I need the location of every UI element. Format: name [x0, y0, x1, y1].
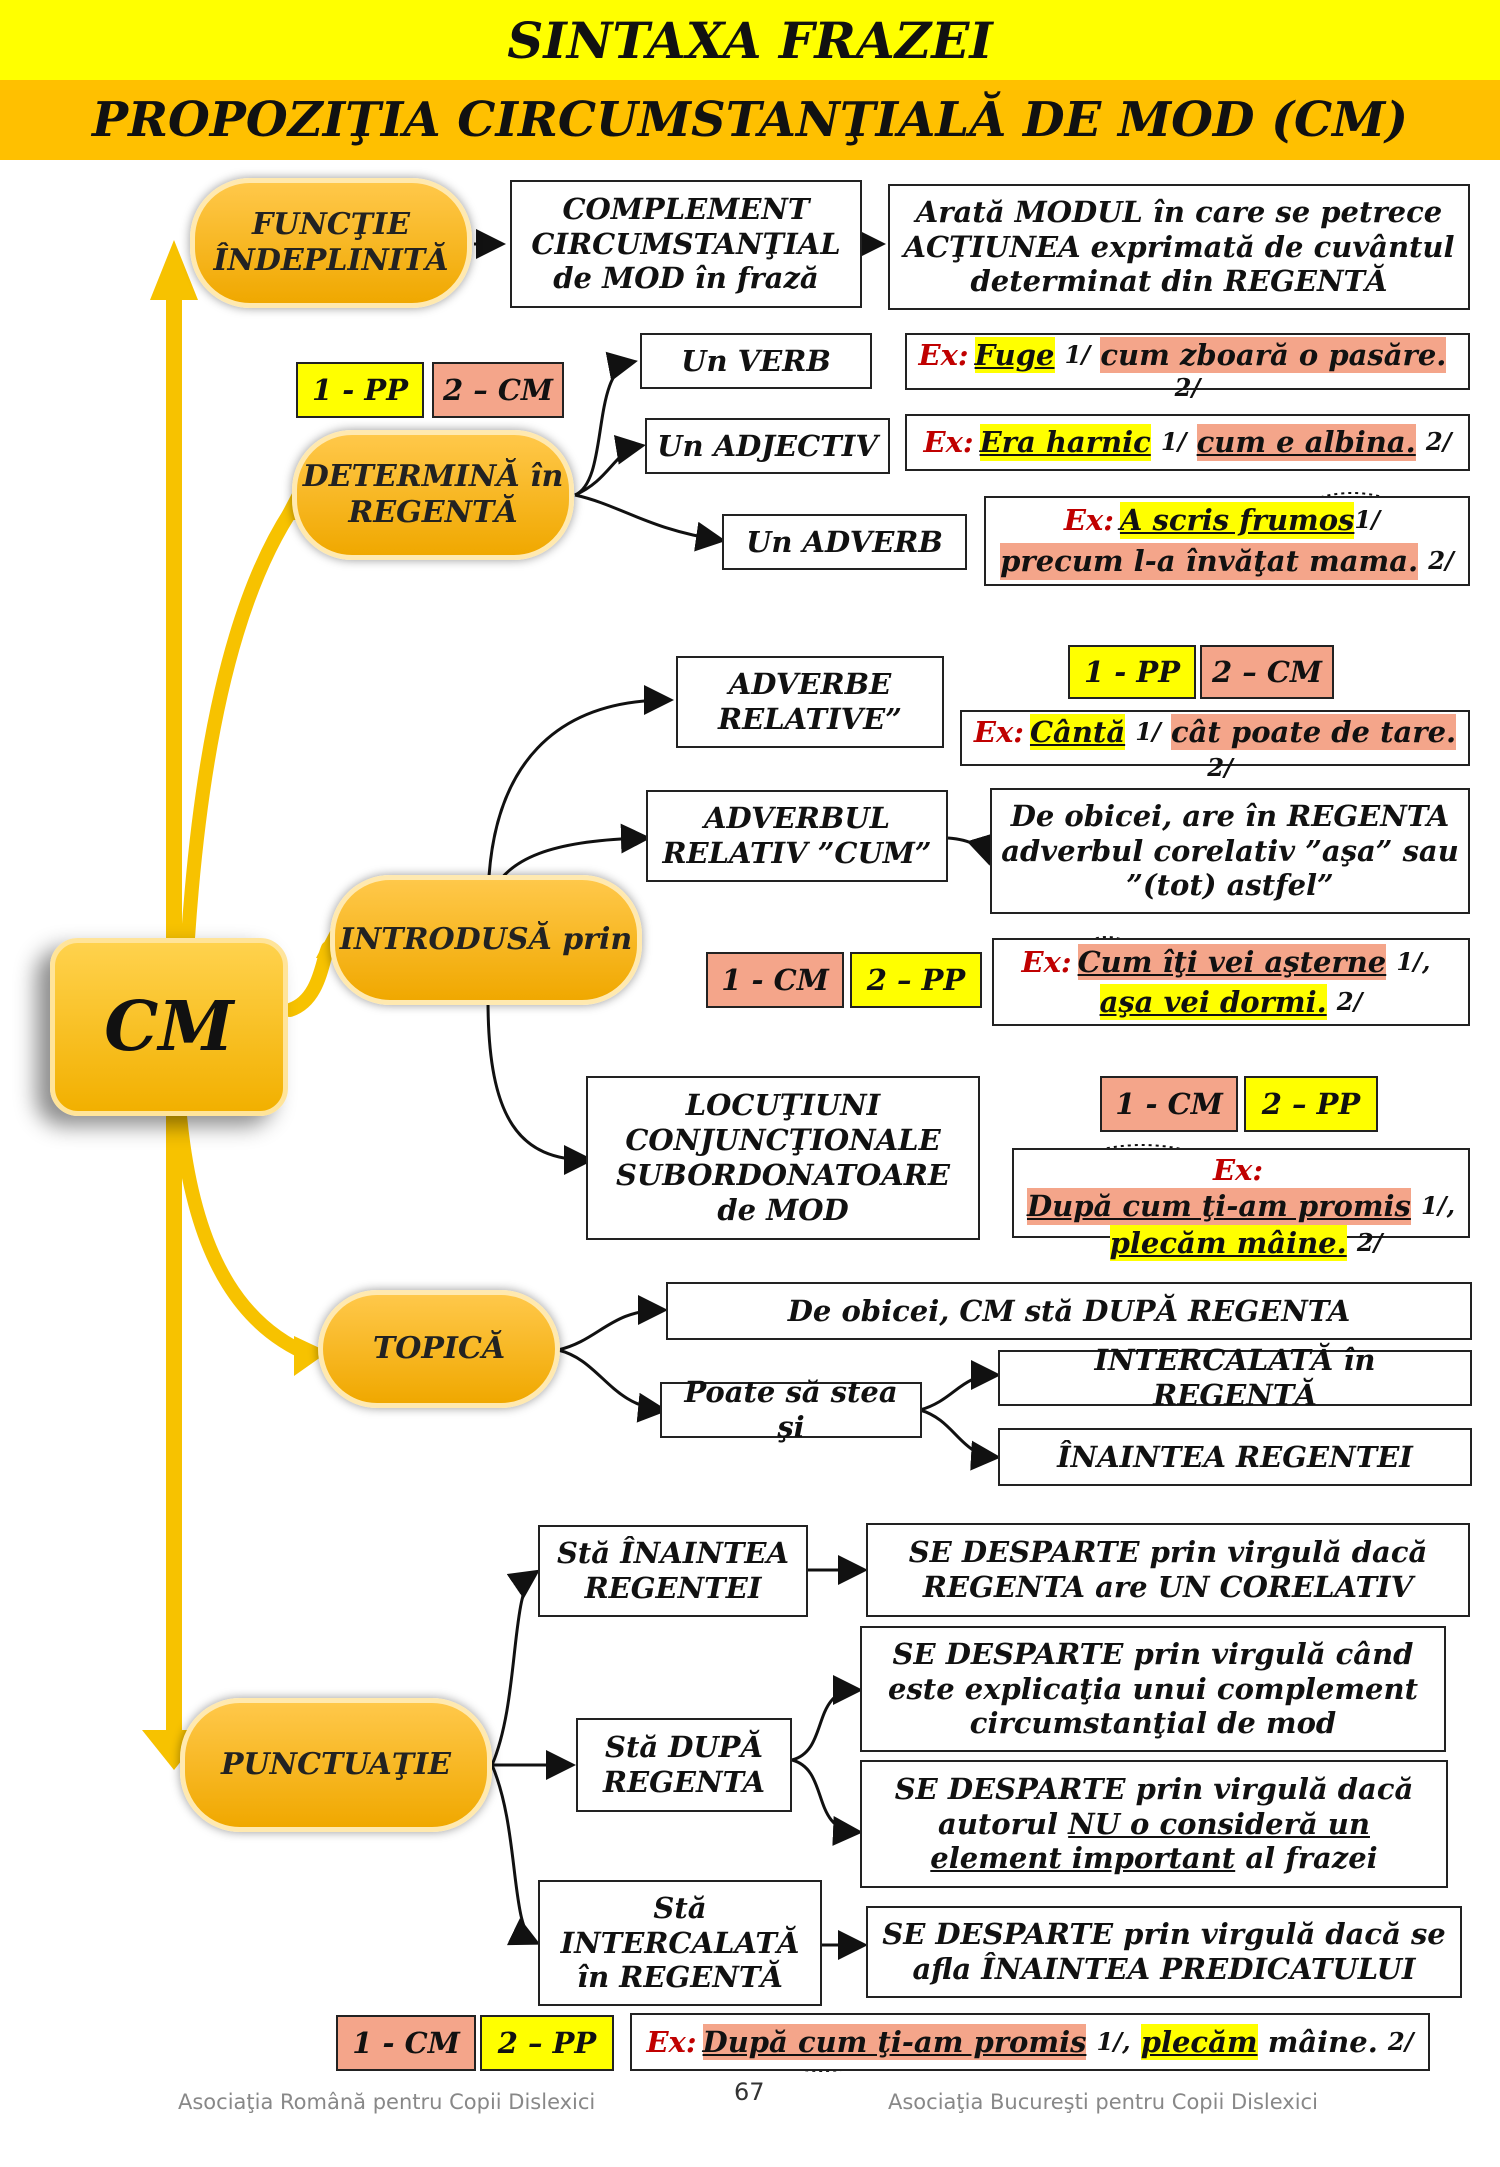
tag-pp-1: 1 - PP [1068, 645, 1196, 699]
mark-2: 2/ [1387, 2026, 1414, 2056]
tag-pp-1: 1 - PP [296, 362, 424, 418]
mark-1: 1/ [1160, 427, 1187, 457]
mark-1: 1/, [1096, 2026, 1131, 2056]
mark-2: 2/ [1425, 427, 1452, 457]
example-main: plecăm [1140, 2023, 1258, 2061]
example-sub: cât poate de tare. [1170, 714, 1457, 751]
topica-intercalata-box: INTERCALATĂ în REGENTĂ [998, 1343, 1472, 1412]
mark-2: 2/ [1428, 546, 1454, 576]
dupa-rule-2-text: SE DESPARTE prin virgulă dacă autorul NU… [870, 1772, 1438, 1876]
intercalata-rule: SE DESPARTE prin virgulă dacă se afla ÎN… [866, 1906, 1462, 1998]
example-label: Ex: [923, 425, 974, 460]
example-rest: mâine. [1267, 2024, 1378, 2059]
determina-adjectiv: Un ADJECTIV [645, 418, 890, 474]
mark-1: 1/ [1135, 717, 1161, 747]
example-main: A scris frumos [1119, 502, 1355, 539]
footer-left: Asociaţia Română pentru Copii Dislexici [178, 2090, 596, 2114]
example-label: Ex: [918, 338, 969, 372]
example-locutiuni: Ex: După cum ţi-am promis 1/, plecăm mâi… [1012, 1148, 1470, 1261]
example-label: Ex: [646, 2024, 697, 2059]
mark-2: 2/ [1174, 373, 1201, 403]
node-determina: DETERMINĂ în REGENTĂ [292, 430, 574, 560]
dupa-rule-2-part-a: SE DESPARTE prin virgulă dacă autorul [894, 1771, 1414, 1841]
example-final: Ex: După cum ţi-am promis 1/, plecăm mâi… [630, 2013, 1430, 2071]
tag-pp-2: 2 – PP [850, 952, 982, 1008]
adverbul-cum-box: ADVERBUL RELATIV ”CUM” [646, 790, 948, 882]
node-punctuatie: PUNCTUAŢIE [180, 1698, 492, 1832]
tag-pp-2: 2 – PP [480, 2015, 614, 2071]
example-label: Ex: [973, 715, 1024, 749]
mark-1: 1/ [1354, 505, 1381, 535]
tag-cm-1: 1 - CM [706, 952, 844, 1008]
example-cum: Ex: Cum îţi vei aşterne 1/, aşa vei dorm… [992, 938, 1470, 1026]
node-functie: FUNCŢIE ÎNDEPLINITĂ [190, 178, 472, 308]
example-sub: cum e albina. [1196, 424, 1416, 461]
topica-inaintea-box: ÎNAINTEA REGENTEI [998, 1428, 1472, 1486]
node-introdusa: INTRODUSĂ prin [330, 875, 642, 1005]
example-main: aşa vei dormi. [1099, 983, 1327, 1021]
topica-dupa-box: De obicei, CM stă DUPĂ REGENTA [666, 1282, 1472, 1340]
example-sub: Cum îţi vei aşterne [1077, 943, 1387, 981]
node-topica: TOPICĂ [318, 1290, 560, 1408]
mark-1: 1/, [1396, 946, 1431, 976]
determina-adverb: Un ADVERB [722, 514, 967, 570]
page-number: 67 [734, 2078, 765, 2106]
mark-2: 2/ [1356, 1227, 1383, 1257]
dupa-rule-2-part-c: al frazei [1245, 1841, 1378, 1876]
mark-1: 1/ [1064, 340, 1091, 370]
sta-inaintea-rule: SE DESPARTE prin virgulă dacă REGENTA ar… [866, 1523, 1470, 1617]
example-verb: Ex: Fuge 1/ cum zboară o pasăre. 2/ [905, 333, 1470, 402]
sta-dupa-box: Stă DUPĂ REGENTA [576, 1718, 792, 1812]
footer-right: Asociaţia Bucureşti pentru Copii Dislexi… [888, 2090, 1318, 2114]
mark-2: 2/ [1207, 753, 1233, 783]
sta-intercalata-box: Stă INTERCALATĂ în REGENTĂ [538, 1880, 822, 2006]
corelativ-box: De obicei, are în REGENTA adverbul corel… [990, 788, 1470, 914]
determina-verb: Un VERB [640, 333, 872, 389]
example-label: Ex: [1063, 503, 1114, 538]
mark-2: 2/ [1336, 986, 1363, 1016]
example-label: Ex: [1021, 944, 1072, 979]
example-sub: După cum ţi-am promis [702, 2023, 1087, 2061]
sta-inaintea-box: Stă ÎNAINTEA REGENTEI [538, 1525, 808, 1617]
example-sub: precum l-a învăţat mama. [1000, 543, 1419, 580]
mark-1: 1/, [1420, 1191, 1456, 1221]
dupa-rule-2-part-b: NU o consideră un element important [930, 1806, 1370, 1876]
dupa-rule-1: SE DESPARTE prin virgulă când este expli… [860, 1626, 1446, 1752]
tag-cm-2: 2 – CM [432, 362, 564, 418]
example-label: Ex: [1212, 1153, 1264, 1187]
cm-central-node: CM [50, 938, 288, 1116]
tag-cm-1: 1 - CM [1100, 1076, 1238, 1132]
example-sub: După cum ţi-am promis [1026, 1188, 1411, 1225]
tag-pp-2: 2 – PP [1244, 1076, 1378, 1132]
page-subtitle: PROPOZIŢIA CIRCUMSTANŢIALĂ DE MOD (CM) [0, 80, 1500, 160]
adverbe-relative-box: ADVERBE RELATIVE” [676, 656, 944, 748]
locutiuni-box: LOCUŢIUNI CONJUNCŢIONALE SUBORDONATOARE … [586, 1076, 980, 1240]
example-main: Cântă [1029, 714, 1126, 751]
tag-cm-1: 1 - CM [336, 2015, 476, 2071]
example-main: plecăm mâine. [1109, 1224, 1347, 1261]
tag-cm-2: 2 – CM [1200, 645, 1334, 699]
topica-poate-box: Poate să stea şi [660, 1375, 922, 1444]
arata-box: Arată MODUL în care se petrece ACŢIUNEA … [888, 184, 1470, 310]
example-sub: cum zboară o pasăre. [1100, 337, 1447, 374]
example-adjectiv: Ex: Era harnic 1/ cum e albina. 2/ [905, 414, 1470, 471]
example-relative: Ex: Cântă 1/ cât poate de tare. 2/ [960, 710, 1470, 782]
dupa-rule-2: SE DESPARTE prin virgulă dacă autorul NU… [860, 1760, 1448, 1888]
complement-box: COMPLEMENT CIRCUMSTANŢIAL de MOD în fraz… [510, 180, 862, 308]
example-main: Era harnic [979, 424, 1151, 461]
example-main: Fuge [974, 337, 1055, 374]
page-title: SINTAXA FRAZEI [0, 0, 1500, 80]
